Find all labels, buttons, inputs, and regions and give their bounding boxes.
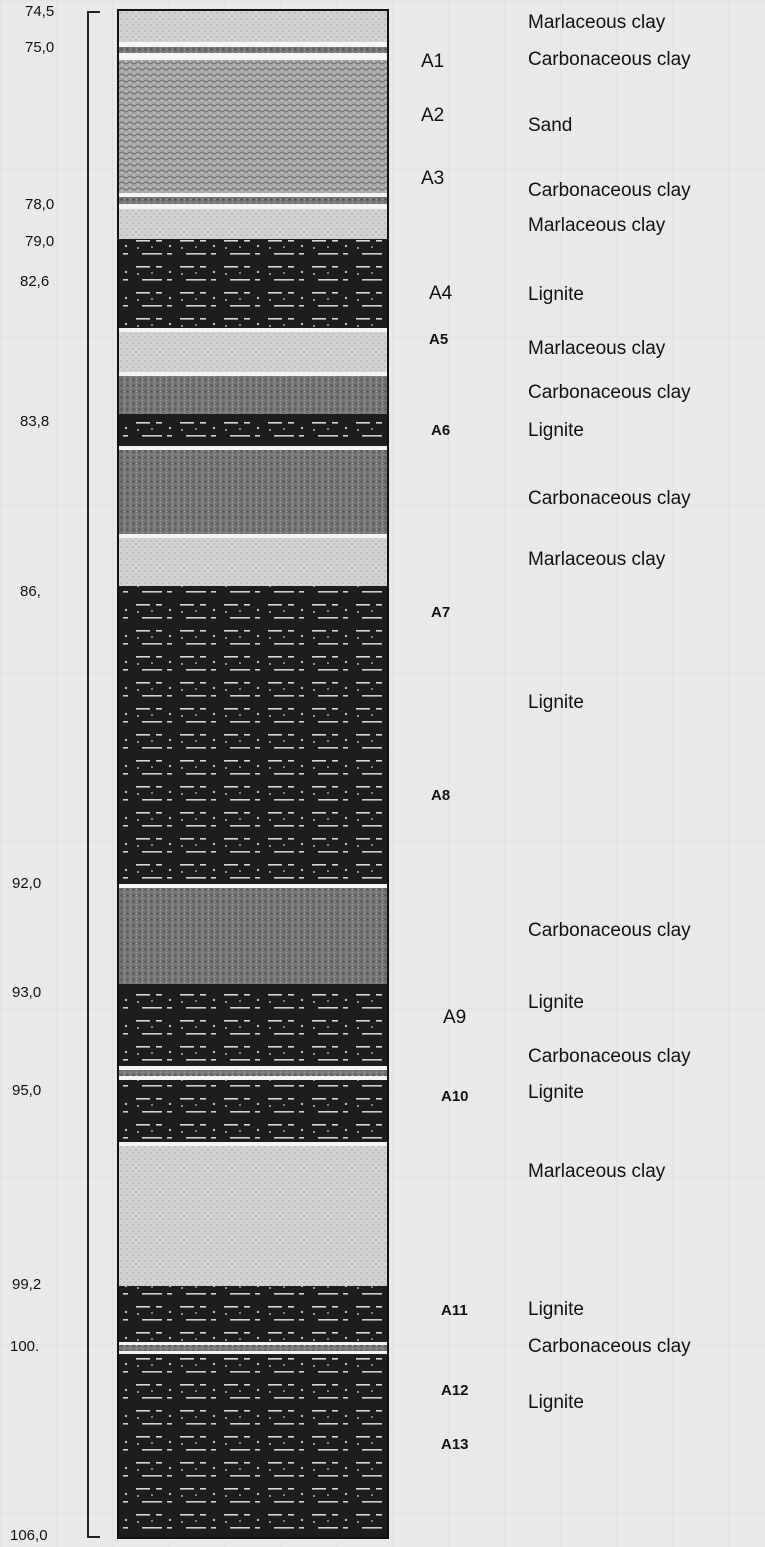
layer-marlaceous-clay bbox=[118, 10, 388, 42]
sample-label: A12 bbox=[441, 1382, 469, 1399]
lithology-label: Sand bbox=[528, 115, 573, 136]
layer-lignite bbox=[118, 239, 388, 328]
layer-marlaceous-clay bbox=[118, 332, 388, 372]
lithology-label: Carbonaceous clay bbox=[528, 1336, 691, 1357]
sample-label: A9 bbox=[443, 1007, 467, 1028]
sample-label: A4 bbox=[429, 283, 453, 304]
layer-separator bbox=[118, 328, 388, 332]
sample-label: A8 bbox=[431, 787, 451, 804]
depth-label: 93,0 bbox=[12, 984, 42, 1001]
depth-bracket bbox=[87, 11, 100, 1538]
layer-lignite bbox=[118, 1080, 388, 1142]
layer-separator bbox=[118, 372, 388, 376]
lithology-label: Lignite bbox=[528, 1082, 584, 1103]
lithology-label: Lignite bbox=[528, 692, 584, 713]
layer-lignite bbox=[118, 1286, 388, 1342]
sample-label: A1 bbox=[421, 51, 445, 72]
lithology-label: Lignite bbox=[528, 420, 584, 441]
lithology-column bbox=[118, 10, 388, 1538]
sample-label: A7 bbox=[431, 604, 451, 621]
lithology-label: Carbonaceous clay bbox=[528, 382, 691, 403]
layer-separator bbox=[118, 446, 388, 450]
layer-marlaceous-clay bbox=[118, 1146, 388, 1286]
layer-carbonaceous-clay bbox=[118, 1345, 388, 1351]
layer-separator bbox=[118, 1142, 388, 1146]
depth-label: 106,0 bbox=[10, 1527, 48, 1544]
layer-carbonaceous-clay bbox=[118, 450, 388, 534]
layer-carbonaceous-clay bbox=[118, 47, 388, 53]
lithology-label: Marlaceous clay bbox=[528, 215, 666, 236]
depth-label: 75,0 bbox=[25, 39, 55, 56]
layer-separator bbox=[118, 193, 388, 197]
sample-label: A10 bbox=[441, 1088, 469, 1105]
sample-label: A6 bbox=[431, 422, 451, 439]
depth-label: 92,0 bbox=[12, 875, 42, 892]
depth-label: 78,0 bbox=[25, 196, 55, 213]
lithology-label: Marlaceous clay bbox=[528, 549, 666, 570]
layer-separator bbox=[118, 534, 388, 538]
depth-label: 83,8 bbox=[20, 413, 50, 430]
sample-label: A5 bbox=[429, 331, 449, 348]
layer-separator bbox=[118, 1342, 388, 1345]
layer-lignite bbox=[118, 984, 388, 1066]
depth-label: 95,0 bbox=[12, 1082, 42, 1099]
layer-lignite bbox=[118, 1354, 388, 1538]
layer-separator bbox=[118, 42, 388, 47]
depth-label: 82,6 bbox=[20, 273, 50, 290]
layer-carbonaceous-clay bbox=[118, 1070, 388, 1076]
sample-label: A2 bbox=[421, 105, 445, 126]
layer-carbonaceous-clay bbox=[118, 376, 388, 414]
sample-label: A13 bbox=[441, 1436, 469, 1453]
column-outline bbox=[117, 9, 389, 1539]
layer-carbonaceous-clay bbox=[118, 197, 388, 204]
layer-separator bbox=[118, 1076, 388, 1080]
layer-lignite bbox=[118, 414, 388, 446]
layer-separator bbox=[118, 204, 388, 209]
lithology-label: Carbonaceous clay bbox=[528, 49, 691, 70]
layer-separator bbox=[118, 1351, 388, 1354]
layer-separator bbox=[118, 884, 388, 888]
depth-label: 86, bbox=[20, 583, 41, 600]
lithology-label: Lignite bbox=[528, 1299, 584, 1320]
lithology-label: Marlaceous clay bbox=[528, 338, 666, 359]
sample-label: A11 bbox=[441, 1302, 468, 1319]
layer-lignite bbox=[118, 586, 388, 884]
depth-label: 99,2 bbox=[12, 1276, 42, 1293]
layer-carbonaceous-clay bbox=[118, 888, 388, 984]
depth-label: 79,0 bbox=[25, 233, 55, 250]
lithology-label: Carbonaceous clay bbox=[528, 488, 691, 509]
lithology-label: Lignite bbox=[528, 1392, 584, 1413]
lithology-label: Carbonaceous clay bbox=[528, 920, 691, 941]
lithology-label: Marlaceous clay bbox=[528, 1161, 666, 1182]
layer-separator bbox=[118, 1066, 388, 1070]
lithology-label: Lignite bbox=[528, 284, 584, 305]
layer-sand bbox=[118, 60, 388, 193]
lithology-label: Carbonaceous clay bbox=[528, 180, 691, 201]
depth-label: 100. bbox=[10, 1338, 40, 1355]
lithology-label: Lignite bbox=[528, 992, 584, 1013]
layer-marlaceous-clay bbox=[118, 538, 388, 586]
lithology-label: Marlaceous clay bbox=[528, 12, 666, 33]
lithology-label: Carbonaceous clay bbox=[528, 1046, 691, 1067]
depth-label: 74,5 bbox=[25, 3, 55, 20]
sample-label: A3 bbox=[421, 168, 445, 189]
layer-marlaceous-clay bbox=[118, 209, 388, 239]
layer-separator bbox=[118, 53, 388, 60]
